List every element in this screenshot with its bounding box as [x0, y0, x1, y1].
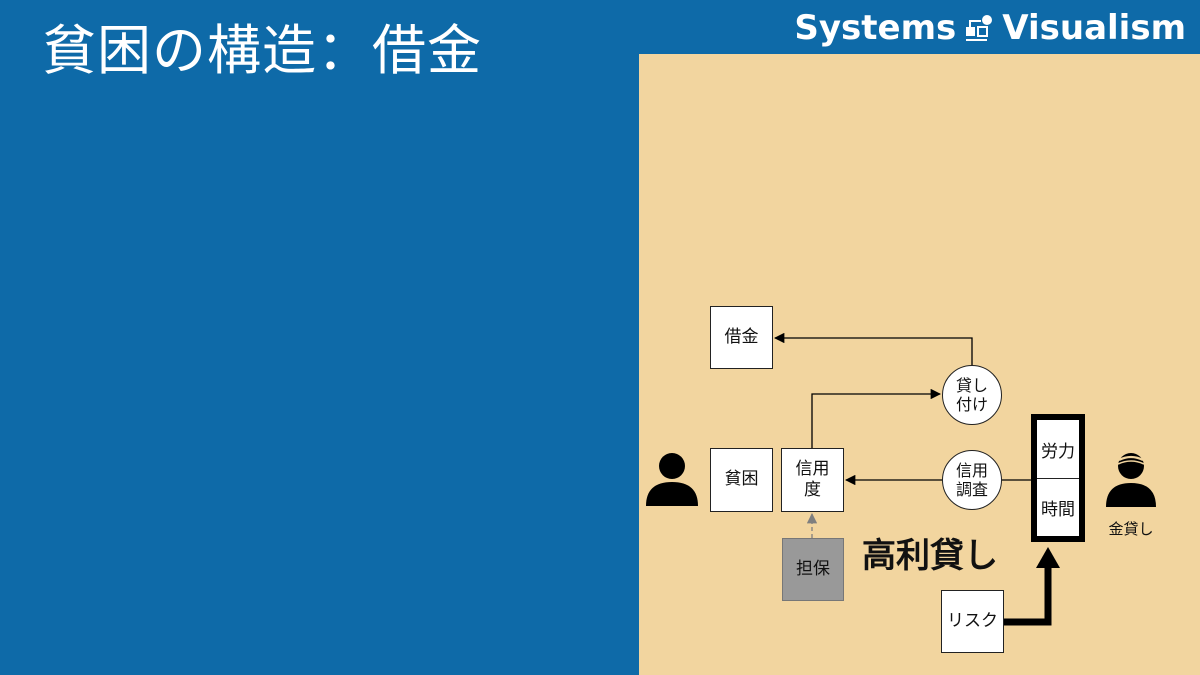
loan-shark-label: 高利貸し: [862, 536, 998, 576]
page-title: 貧困の構造：借金: [42, 19, 482, 82]
debt-label: 借金: [724, 326, 759, 347]
lending-to-debt-arrow: [773, 332, 973, 366]
poverty-node: 貧困: [710, 448, 773, 512]
credit-label-line1: 信用: [795, 458, 830, 479]
lending-flow: 貸し 付け: [942, 365, 1002, 425]
risk-to-stock-arrowhead: [1036, 547, 1060, 568]
credit-check-flow: 信用 調査: [942, 450, 1002, 510]
risk-node: リスク: [941, 590, 1004, 653]
brand-name-right: Visualism: [1002, 8, 1186, 48]
stock-divider: [1037, 478, 1079, 479]
poverty-label: 貧困: [724, 469, 759, 490]
collateral-node: 担保: [782, 538, 844, 601]
credit-node: 信用 度: [781, 448, 844, 512]
effort-time-stock: 労力 時間: [1031, 414, 1085, 542]
credit-to-lending-arrow: [811, 388, 942, 448]
collateral-label: 担保: [796, 558, 830, 579]
risk-label: リスク: [947, 610, 998, 631]
lender-label: 金貸し: [1108, 520, 1154, 538]
person-with-hair-icon: [1106, 453, 1156, 507]
debt-node: 借金: [710, 306, 773, 369]
stock-effort-label: 労力: [1041, 441, 1075, 462]
credit-check-label-line2: 調査: [955, 480, 988, 499]
credit-check-label-line1: 信用: [955, 460, 988, 480]
risk-to-stock-thick-arrow: [1001, 566, 1052, 626]
lending-label-line1: 貸し: [955, 375, 988, 395]
stock-time-label: 時間: [1041, 500, 1075, 520]
lending-label-line2: 付け: [955, 395, 988, 414]
credit-label-line2: 度: [804, 480, 821, 500]
brand-logo: Systems Visualism: [794, 6, 1186, 50]
brand-name-left: Systems: [794, 8, 957, 48]
systems-visualism-logo-icon: [966, 15, 993, 41]
person-icon: [646, 453, 698, 506]
